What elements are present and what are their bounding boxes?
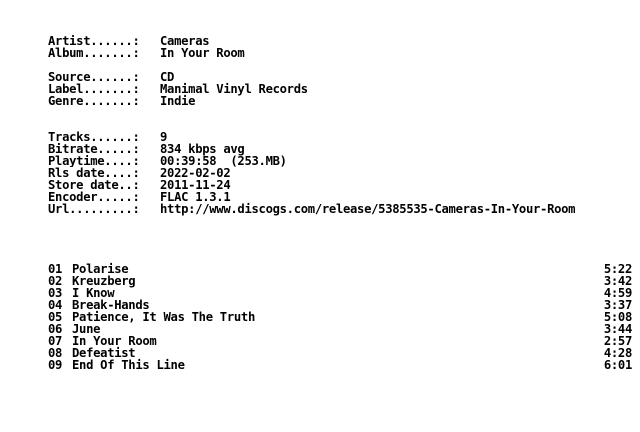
track-number: 04 — [48, 298, 63, 312]
track-title: June — [72, 322, 101, 336]
track-row: 06 June 3:44 — [48, 323, 632, 335]
track-number: 05 — [48, 310, 63, 324]
track-length: 5:22 — [603, 262, 632, 276]
tracks-label: Tracks......: — [48, 131, 140, 143]
track-title: End Of This Line — [72, 358, 185, 372]
track-length: 5:08 — [603, 310, 632, 324]
track-title: Patience, It Was The Truth — [72, 310, 255, 324]
store-date-row: Store date..: 2011-11-24 — [48, 179, 632, 191]
genre-value: Indie — [160, 94, 196, 108]
track-length: 3:44 — [603, 322, 632, 336]
tracks-value: 9 — [160, 130, 168, 144]
genre-label: Genre.......: — [48, 95, 140, 107]
genre-row: Genre.......: Indie — [48, 95, 632, 107]
track-title: In Your Room — [72, 334, 157, 348]
album-value: In Your Room — [160, 46, 245, 60]
encoder-row: Encoder.....: FLAC 1.3.1 — [48, 191, 632, 203]
track-title: Kreuzberg — [72, 274, 136, 288]
spacer — [48, 107, 632, 131]
album-row: Album.......: In Your Room — [48, 47, 632, 59]
track-number: 02 — [48, 274, 63, 288]
encoder-value: FLAC 1.3.1 — [160, 190, 231, 204]
source-row: Source......: CD — [48, 71, 632, 83]
store-date-label: Store date..: — [48, 179, 140, 191]
playtime-value: 00:39:58 (253.MB) — [160, 154, 287, 168]
track-length: 3:37 — [603, 298, 632, 312]
release-date-row: Rls date....: 2022-02-02 — [48, 167, 632, 179]
track-row: 01 Polarise 5:22 — [48, 263, 632, 275]
track-title: Break-Hands — [72, 298, 150, 312]
track-row: 03 I Know 4:59 — [48, 287, 632, 299]
album-label: Album.......: — [48, 47, 140, 59]
track-title: Polarise — [72, 262, 129, 276]
track-length: 6:01 — [603, 358, 632, 372]
artist-row: Artist......: Cameras — [48, 35, 632, 47]
track-number: 03 — [48, 286, 63, 300]
nfo-document: Artist......: Cameras Album.......: In You… — [48, 35, 632, 415]
release-date-label: Rls date....: — [48, 167, 140, 179]
label-label: Label.......: — [48, 83, 140, 95]
playtime-label: Playtime....: — [48, 155, 140, 167]
tracks-row: Tracks......: 9 — [48, 131, 632, 143]
playtime-row: Playtime....: 00:39:58 (253.MB) — [48, 155, 632, 167]
label-row: Label.......: Manimal Vinyl Records — [48, 83, 632, 95]
track-length: 3:42 — [603, 274, 632, 288]
artist-value: Cameras — [160, 35, 210, 48]
track-number: 07 — [48, 334, 63, 348]
url-row: Url.........: http://www.discogs.com/rele… — [48, 203, 632, 215]
track-row: 05 Patience, It Was The Truth 5:08 — [48, 311, 632, 323]
spacer — [48, 215, 632, 263]
bitrate-value: 834 kbps avg — [160, 142, 245, 156]
track-row: 02 Kreuzberg 3:42 — [48, 275, 632, 287]
track-number: 01 — [48, 262, 63, 276]
encoder-label: Encoder.....: — [48, 191, 140, 203]
track-length: 4:28 — [603, 346, 632, 360]
track-number: 08 — [48, 346, 63, 360]
url-value: http://www.discogs.com/release/5385535-C… — [160, 202, 576, 216]
source-value: CD — [160, 70, 175, 84]
track-number: 09 — [48, 358, 63, 372]
url-label: Url.........: — [48, 203, 140, 215]
track-length: 2:57 — [603, 334, 632, 348]
track-row: 09 End Of This Line 6:01 — [48, 359, 632, 371]
track-title: I Know — [72, 286, 115, 300]
bitrate-label: Bitrate.....: — [48, 143, 140, 155]
spacer — [48, 59, 632, 71]
track-number: 06 — [48, 322, 63, 336]
track-row: 08 Defeatist 4:28 — [48, 347, 632, 359]
track-row: 04 Break-Hands 3:37 — [48, 299, 632, 311]
label-value: Manimal Vinyl Records — [160, 82, 308, 96]
release-date-value: 2022-02-02 — [160, 166, 231, 180]
track-row: 07 In Your Room 2:57 — [48, 335, 632, 347]
bitrate-row: Bitrate.....: 834 kbps avg — [48, 143, 632, 155]
track-title: Defeatist — [72, 346, 136, 360]
store-date-value: 2011-11-24 — [160, 178, 231, 192]
track-length: 4:59 — [603, 286, 632, 300]
source-label: Source......: — [48, 71, 140, 83]
tracklist: 01 Polarise 5:22 02 Kreuzberg 3:42 03 I Know 4… — [48, 263, 632, 371]
artist-label: Artist......: — [48, 35, 140, 47]
